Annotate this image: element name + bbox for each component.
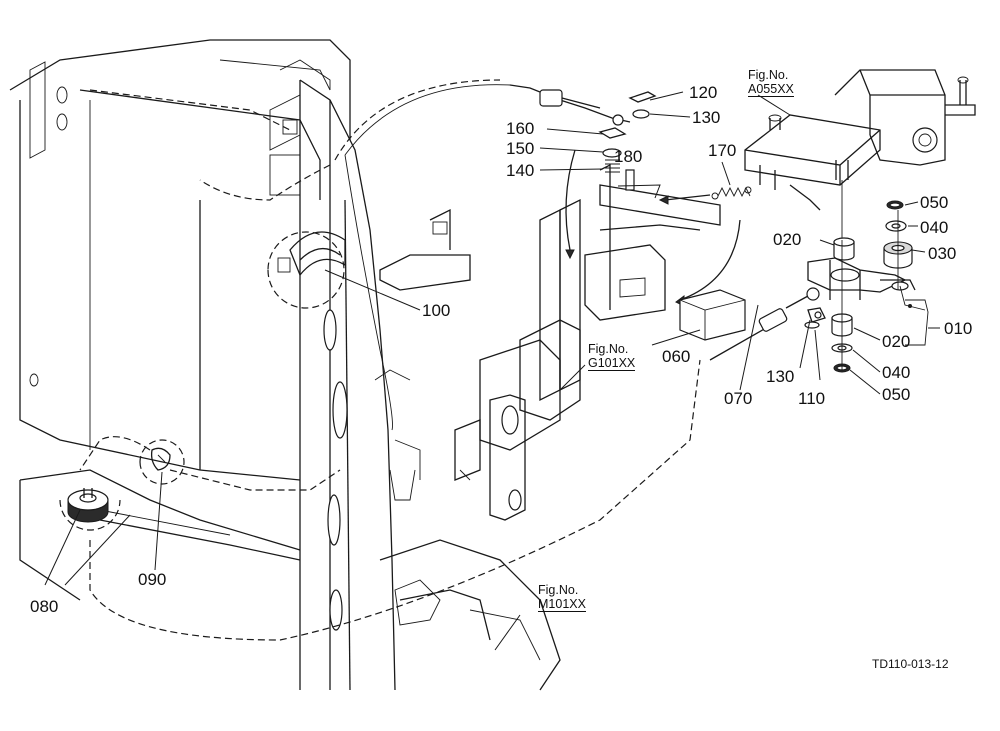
drawing-code: TD110-013-12: [872, 657, 949, 671]
fig-ref-m101: Fig.No. M101XX: [538, 583, 586, 612]
callout-020-bottom: 020: [882, 332, 911, 351]
callout-160: 160: [506, 119, 535, 138]
center-bracket: [379, 208, 471, 291]
part-080-mount: [59, 488, 121, 531]
parts-110-130: [804, 307, 826, 329]
floor-frame: [19, 469, 561, 691]
callout-090: 090: [138, 570, 167, 589]
callout-100: 100: [422, 301, 451, 320]
part-060-pad: [679, 289, 746, 341]
fig-ref-m101-label: Fig.No.: [538, 583, 579, 597]
callout-150: 150: [506, 139, 535, 158]
callout-080: 080: [30, 597, 59, 616]
cable-070: [344, 84, 820, 431]
callout-030: 030: [928, 244, 957, 263]
callout-180: 180: [614, 147, 643, 166]
callout-010: 010: [944, 319, 973, 338]
fig-ref-m101-number: M101XX: [538, 597, 586, 612]
callout-110: 110: [798, 389, 826, 408]
fig-ref-a055-label: Fig.No.: [748, 68, 789, 82]
a055-bracket: [744, 69, 976, 240]
fig-ref-a055: Fig.No. A055XX: [748, 68, 794, 97]
callout-140: 140: [506, 161, 535, 180]
part-100-clamp: [267, 231, 346, 309]
callout-130-lower: 130: [766, 367, 795, 386]
callout-050-bottom: 050: [882, 385, 911, 404]
callout-130: 130: [692, 108, 721, 127]
callout-170: 170: [708, 141, 737, 160]
fig-ref-a055-number: A055XX: [748, 82, 794, 97]
callout-050-top: 050: [920, 193, 949, 212]
callout-070: 070: [724, 389, 753, 408]
part-090-clip: [139, 439, 185, 485]
callout-060: 060: [662, 347, 691, 366]
fig-ref-g101-number: G101XX: [588, 356, 636, 371]
vertical-frame: [269, 79, 421, 691]
dashed-paths: [79, 79, 701, 641]
callout-120: 120: [689, 83, 718, 102]
fig-ref-g101: Fig.No. G101XX: [588, 342, 636, 371]
callout-040-bottom: 040: [882, 363, 911, 382]
right-parts-stack: [807, 200, 940, 373]
callout-020-top: 020: [773, 230, 802, 249]
fig-ref-g101-label: Fig.No.: [588, 342, 629, 356]
callout-040-top: 040: [920, 218, 949, 237]
small-parts-top: [565, 91, 657, 260]
cabin-panel: [9, 39, 351, 481]
leader-lines: [44, 91, 926, 651]
spring-170: [658, 186, 752, 307]
